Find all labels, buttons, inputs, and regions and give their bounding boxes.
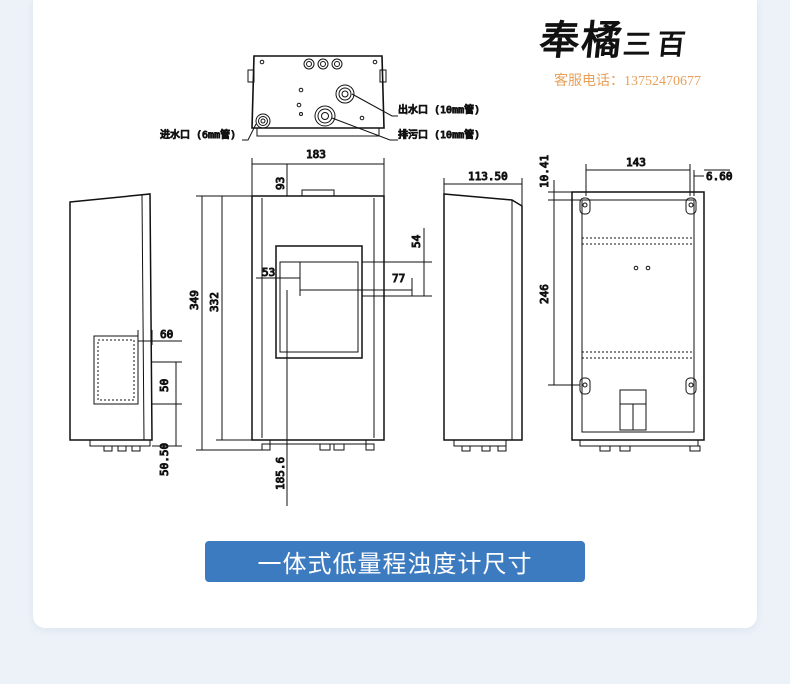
dim-hole-spacing: 246 [538,284,551,304]
front-view [196,158,432,506]
dim-total-height: 349 [188,290,201,310]
bottom-view [242,55,398,141]
drain-label: 排污口 (10mm管) [398,128,480,141]
dim-window-height: 54 [410,234,423,248]
dim-top-offset: 93 [274,177,287,190]
dim-back-right: 6.60 [706,170,733,183]
caption-banner: 一体式低量程浊度计尺寸 [205,541,585,582]
dim-front-width: 183 [306,148,326,161]
dim-window-inner: 77 [392,272,405,285]
content-card [33,0,757,628]
dim-back-width: 143 [626,156,646,169]
dim-body-height: 332 [208,292,221,312]
dim-box-height: 50 [158,379,171,392]
dim-bottom-offset: 185.6 [274,457,287,490]
back-view [548,164,730,452]
dim-window-left: 53 [262,266,275,279]
dim-side-depth: 113.50 [468,170,508,183]
service-phone: 客服电话：13752470677 [554,74,701,89]
inlet-label: 进水口 (6mm管) [160,128,236,141]
dim-box-width: 60 [160,328,173,341]
outlet-label: 出水口 (10mm管) [398,103,480,116]
dim-box-bottom: 50.50 [158,443,171,476]
left-side-view [69,193,182,452]
right-side-view [443,178,523,452]
dim-back-top: 10.41 [538,155,551,188]
